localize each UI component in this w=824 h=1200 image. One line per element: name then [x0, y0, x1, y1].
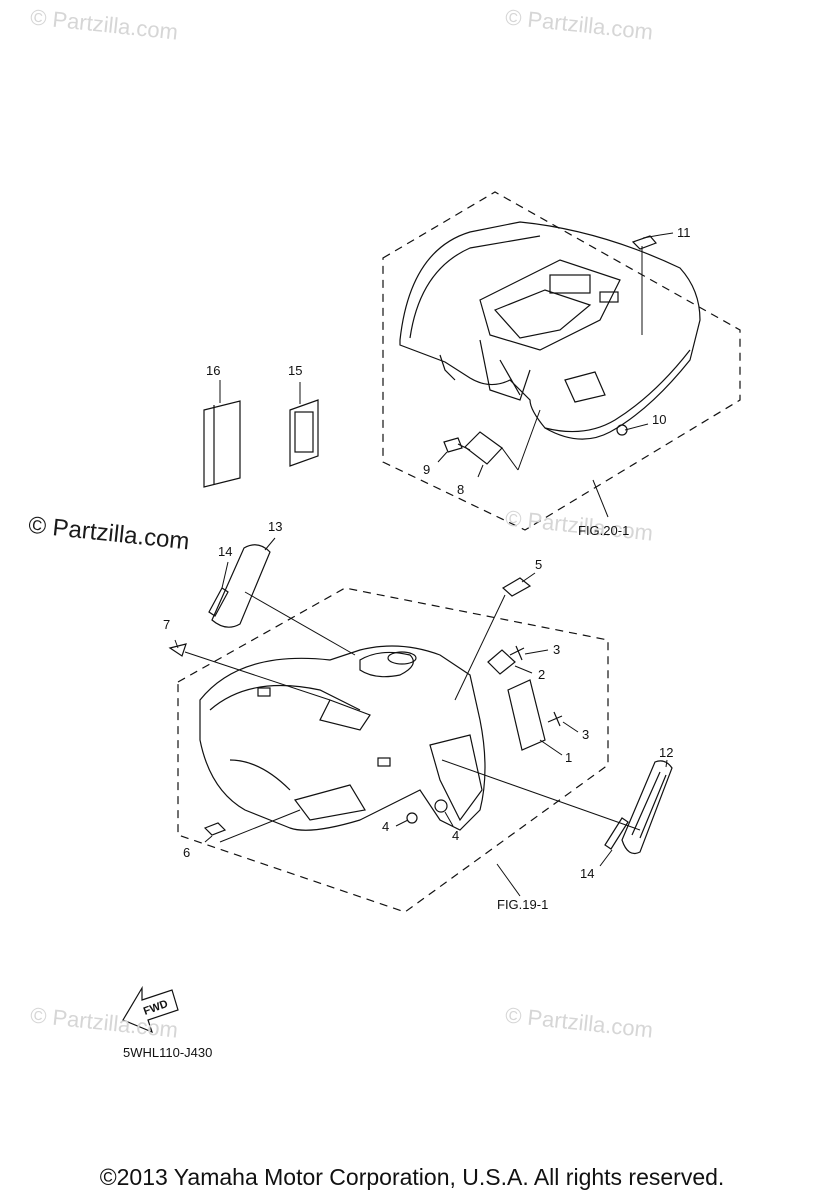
fig-ref-20-1: FIG.20-1 [578, 523, 630, 538]
callout-13: 13 [268, 519, 283, 534]
plate-8 [464, 431, 503, 465]
bolt-3-lower [547, 711, 563, 727]
callout-2: 2 [538, 667, 546, 682]
emblem-12 [621, 760, 673, 855]
part-code: 5WHL110-J430 [123, 1045, 213, 1060]
callout-4-right: 4 [452, 828, 460, 843]
panel-1 [507, 679, 546, 751]
callout-1: 1 [565, 750, 573, 765]
callout-10: 10 [652, 412, 667, 427]
washer-10 [616, 424, 628, 436]
callout-9: 9 [423, 462, 431, 477]
callout-15: 15 [288, 363, 303, 378]
cap-7 [168, 643, 187, 657]
callout-3-upper: 3 [553, 642, 561, 657]
label-13 [211, 544, 271, 628]
manual-16 [203, 400, 241, 488]
copyright-notice: ©2013 Yamaha Motor Corporation, U.S.A. A… [99, 1164, 725, 1190]
callout-3-lower: 3 [582, 727, 590, 742]
callout-5: 5 [535, 557, 543, 572]
rear-fender [399, 221, 701, 440]
callout-12: 12 [659, 745, 674, 760]
label-14-upper [208, 587, 229, 617]
label-6 [203, 822, 227, 836]
callout-14-upper: 14 [218, 544, 233, 559]
rear-fender-boundary [382, 191, 741, 531]
front-fender [199, 645, 486, 831]
label-15 [289, 399, 319, 467]
callout-11: 11 [677, 225, 691, 240]
label-14-lower [604, 817, 629, 850]
callout-7: 7 [163, 617, 171, 632]
label-5 [501, 577, 532, 597]
callout-16: 16 [206, 363, 221, 378]
fwd-arrow: FWD [122, 985, 179, 1034]
plate-2 [487, 649, 516, 675]
callout-8: 8 [457, 482, 465, 497]
grommet-4-right [434, 799, 448, 813]
leader-lines [174, 232, 674, 897]
bolt-3-upper [509, 645, 525, 661]
callout-6: 6 [183, 845, 191, 860]
bolt-9 [443, 437, 471, 453]
callout-4-left: 4 [382, 819, 390, 834]
grommet-4-left [406, 812, 418, 824]
fig-ref-19-1: FIG.19-1 [497, 897, 549, 912]
front-fender-boundary [177, 587, 609, 913]
callout-14-lower: 14 [580, 866, 595, 881]
